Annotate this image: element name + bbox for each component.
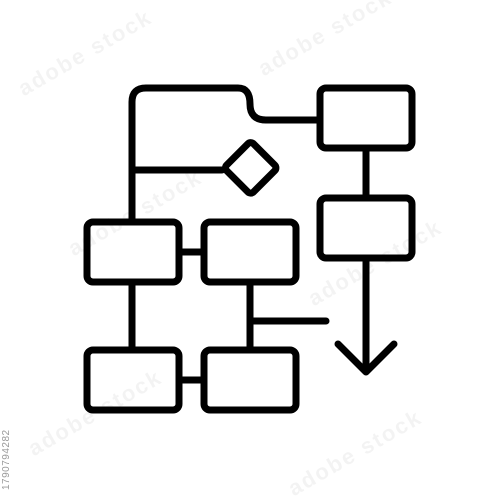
middle-right-box (316, 194, 416, 262)
middle-left-box (83, 218, 183, 286)
stock-id-label: 1790794282 (1, 429, 12, 490)
middle-center-box (200, 218, 300, 286)
top-connector-line (128, 84, 324, 226)
down-arrow-icon (334, 340, 398, 376)
bottom-left-box (83, 346, 183, 414)
bottom-center-box (200, 346, 300, 414)
top-right-box (316, 84, 416, 152)
diamond-icon (221, 139, 280, 197)
